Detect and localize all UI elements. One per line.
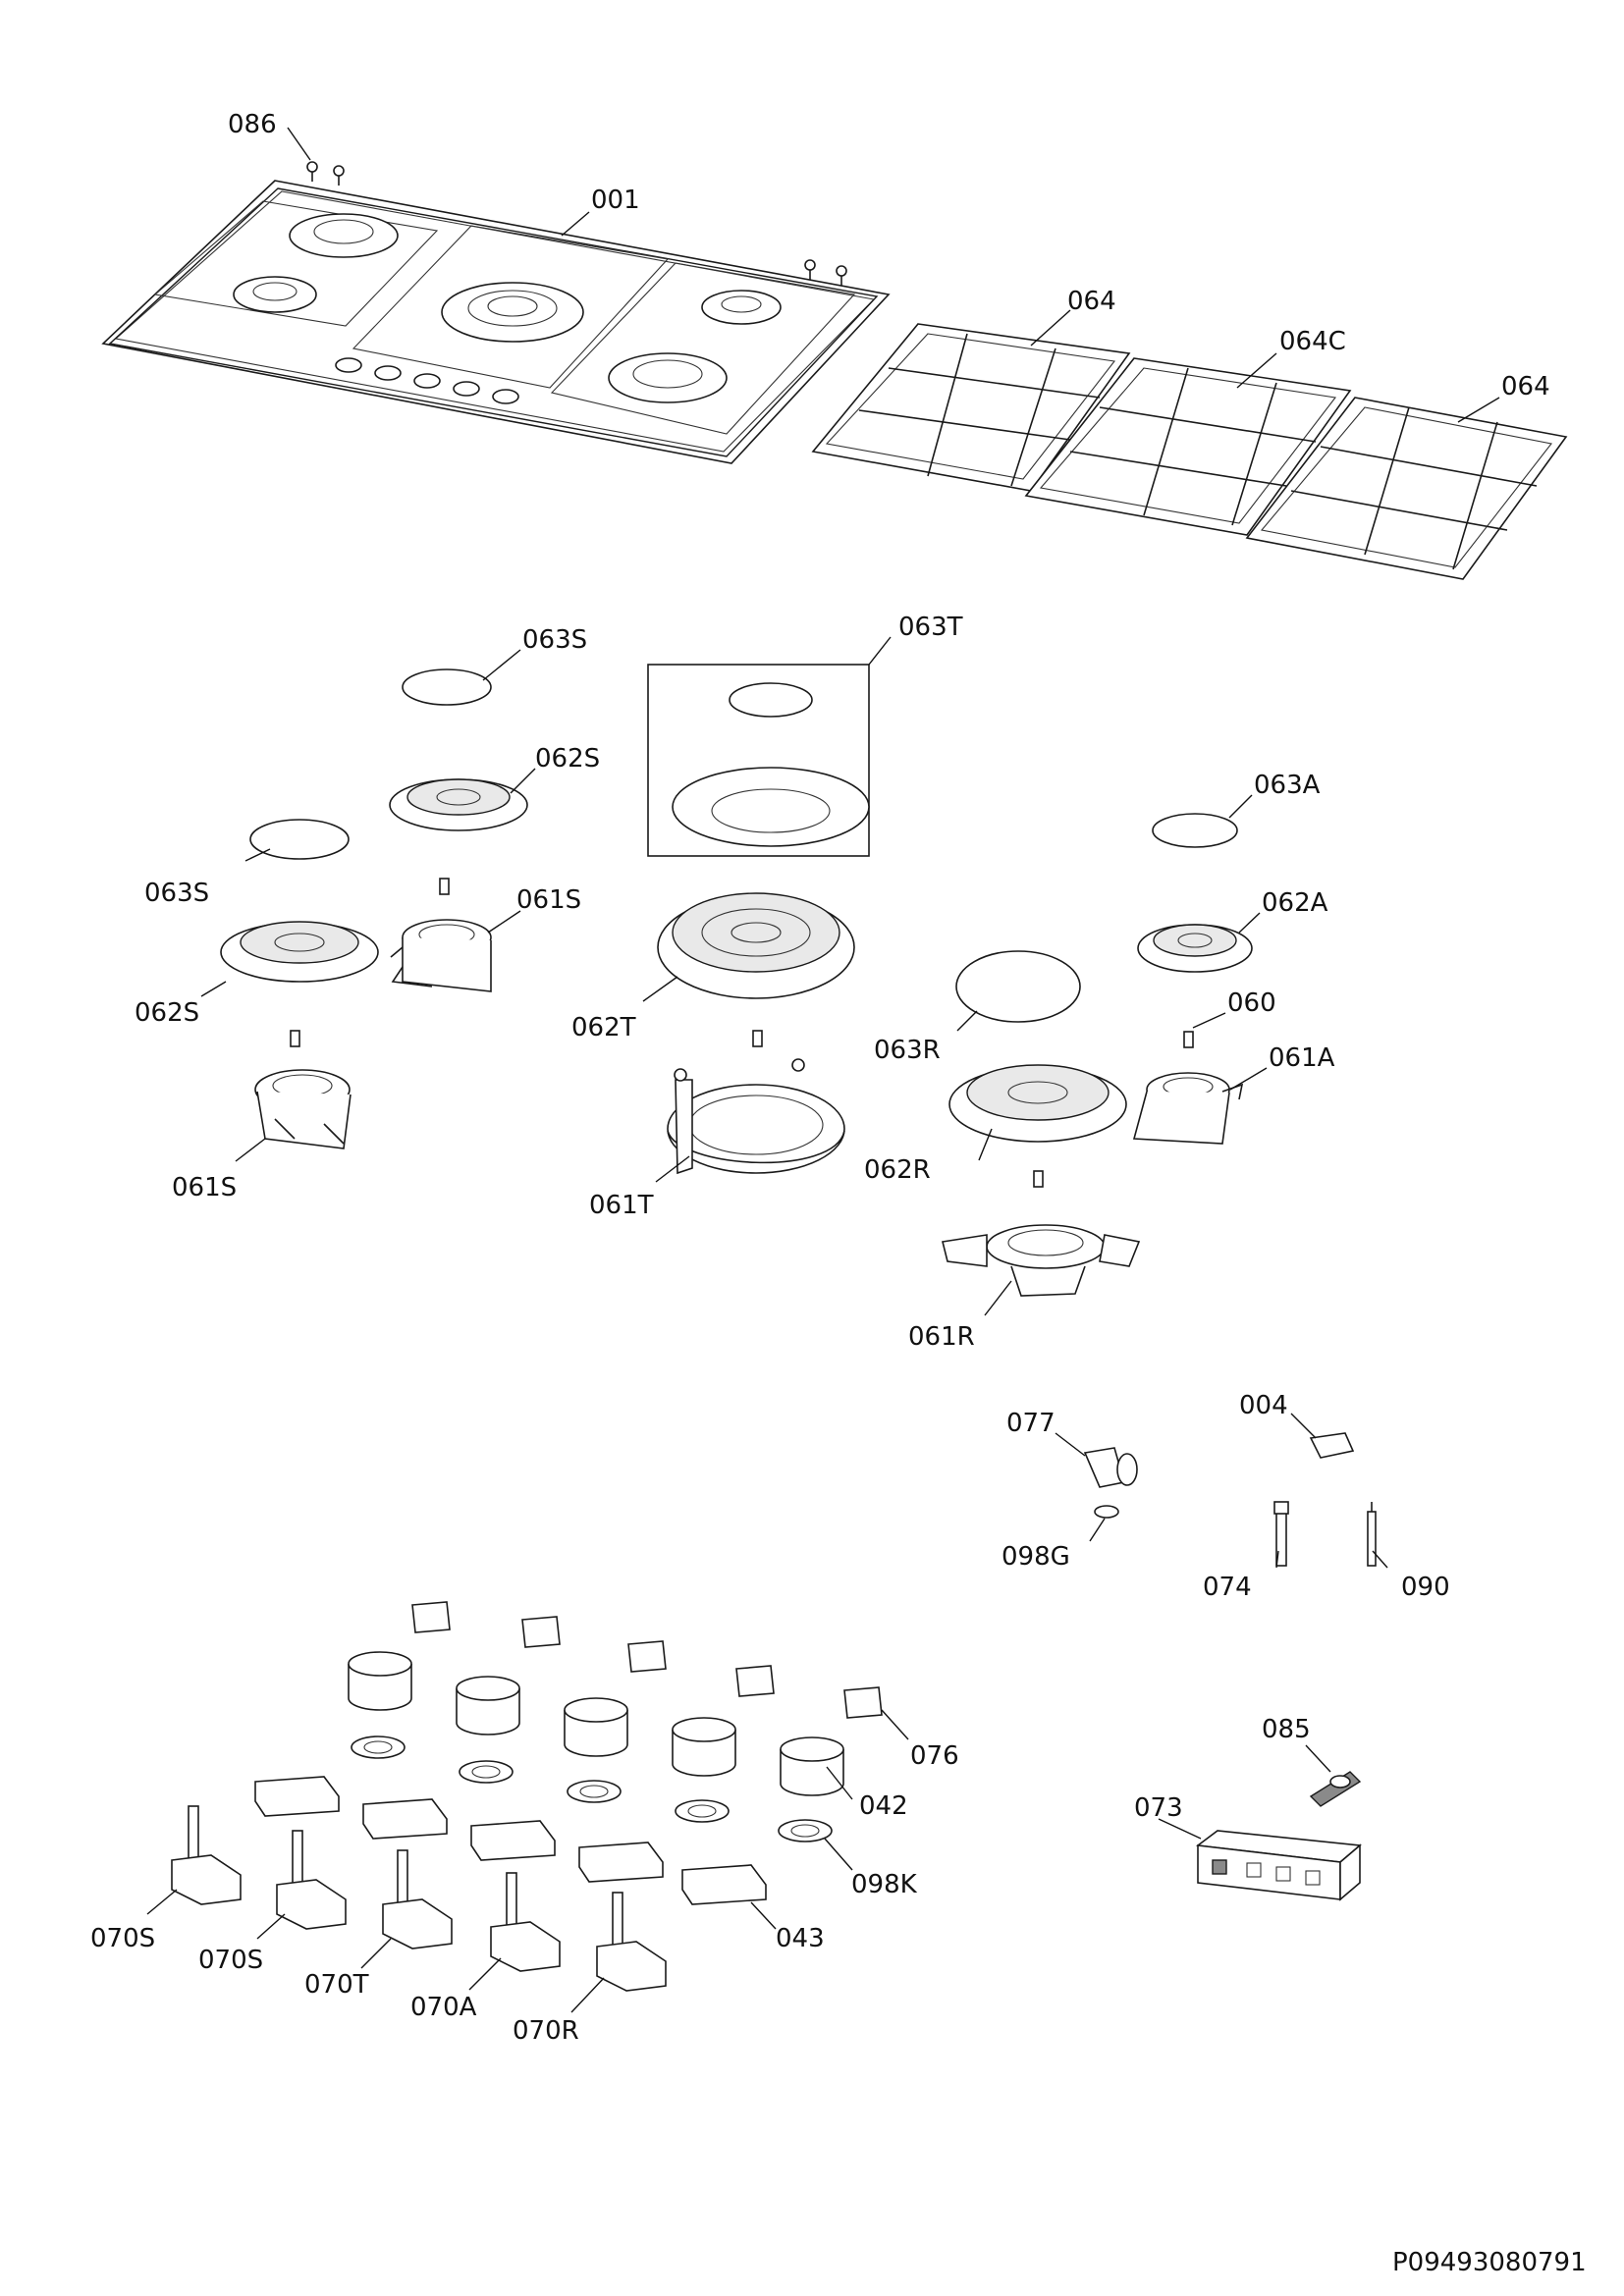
label-070r: 070R: [513, 2016, 579, 2046]
label-062r: 062R: [864, 1155, 931, 1185]
burner-062a: [1137, 924, 1253, 973]
label-063t: 063T: [898, 613, 963, 642]
cap-063s-left: [249, 819, 350, 860]
spark-generator-clip-085: [1309, 1771, 1362, 1807]
label-062t: 062T: [571, 1013, 636, 1042]
cap-063s-top: [402, 668, 492, 706]
seal-098k: [778, 1819, 833, 1842]
cap-063t-small: [729, 682, 813, 718]
label-076: 076: [910, 1741, 959, 1771]
burner-062t: [657, 892, 855, 999]
label-062a: 062A: [1262, 888, 1328, 918]
burner-062r: [948, 1064, 1127, 1143]
label-086: 086: [228, 110, 277, 139]
label-001: 001: [591, 186, 640, 215]
label-070s-a: 070S: [90, 1924, 155, 1953]
control-knobs-042: [348, 1651, 844, 1796]
burner-base-061s-top: [390, 919, 492, 992]
burner-062s-left: [220, 921, 379, 983]
label-070s-b: 070S: [198, 1946, 263, 1975]
ignition-electrode-090: [1367, 1502, 1377, 1567]
washer-098g: [1094, 1505, 1119, 1519]
label-061t: 061T: [589, 1191, 654, 1220]
knob-brackets-076: [411, 1601, 883, 1719]
label-043: 043: [776, 1924, 825, 1953]
cap-063t-ring: [672, 767, 870, 847]
label-077: 077: [1006, 1409, 1056, 1438]
gas-valves-070: [171, 1805, 667, 1992]
label-098g: 098G: [1001, 1542, 1070, 1572]
label-090: 090: [1401, 1573, 1450, 1602]
leader-lines: [146, 127, 1500, 2013]
cap-063r: [955, 950, 1081, 1023]
valve-brackets-043: [254, 1776, 767, 1905]
injector-062r: [1033, 1170, 1044, 1188]
label-070a: 070A: [410, 1993, 477, 2022]
injector-062s-left: [290, 1030, 300, 1047]
label-074: 074: [1203, 1573, 1252, 1602]
label-004: 004: [1239, 1391, 1288, 1420]
label-085: 085: [1262, 1715, 1311, 1744]
label-062s-left: 062S: [135, 998, 199, 1028]
label-063r: 063R: [874, 1036, 941, 1065]
label-062s-top: 062S: [535, 744, 600, 774]
label-064-left: 064: [1067, 287, 1116, 316]
knob-seals: [351, 1735, 833, 1842]
label-073: 073: [1134, 1793, 1183, 1823]
triple-crown-cap-box: [647, 664, 870, 857]
hob-top-001: [101, 161, 891, 464]
label-070t: 070T: [304, 1970, 369, 2000]
burner-base-061t: [667, 1058, 845, 1175]
label-061a: 061A: [1269, 1043, 1335, 1073]
injector-062t: [752, 1030, 763, 1047]
label-063a: 063A: [1254, 771, 1321, 800]
burner-062s-top: [389, 778, 528, 831]
cap-063a: [1152, 813, 1238, 848]
burner-base-061r: [942, 1224, 1141, 1297]
injector-061s-top: [439, 878, 450, 895]
part-labels: 086 001 064 064C 064 063S 063T 062S 063A…: [90, 110, 1587, 2277]
drawing-code: P09493080791: [1392, 2248, 1587, 2277]
label-064-right: 064: [1501, 372, 1550, 401]
label-061s-bottom: 061S: [172, 1173, 237, 1202]
label-061s-top: 061S: [516, 885, 581, 915]
injector-060: [1183, 1031, 1194, 1048]
elbow-connector-077: [1083, 1447, 1138, 1488]
clip-004: [1309, 1432, 1355, 1459]
burner-base-061a: [1132, 1072, 1244, 1145]
label-063s-left: 063S: [144, 879, 209, 908]
label-042: 042: [859, 1791, 908, 1821]
burner-base-061s-bottom: [254, 1069, 352, 1149]
label-098k: 098K: [851, 1870, 918, 1899]
pan-support-064c-center: [1024, 357, 1352, 536]
label-063s-top: 063S: [522, 625, 587, 655]
label-060: 060: [1227, 988, 1276, 1018]
label-064c: 064C: [1279, 327, 1346, 356]
thermocouple-074: [1273, 1501, 1289, 1567]
spark-generator-073: [1195, 1830, 1362, 1901]
pan-support-064-right: [1245, 397, 1568, 580]
label-061r: 061R: [908, 1322, 975, 1352]
